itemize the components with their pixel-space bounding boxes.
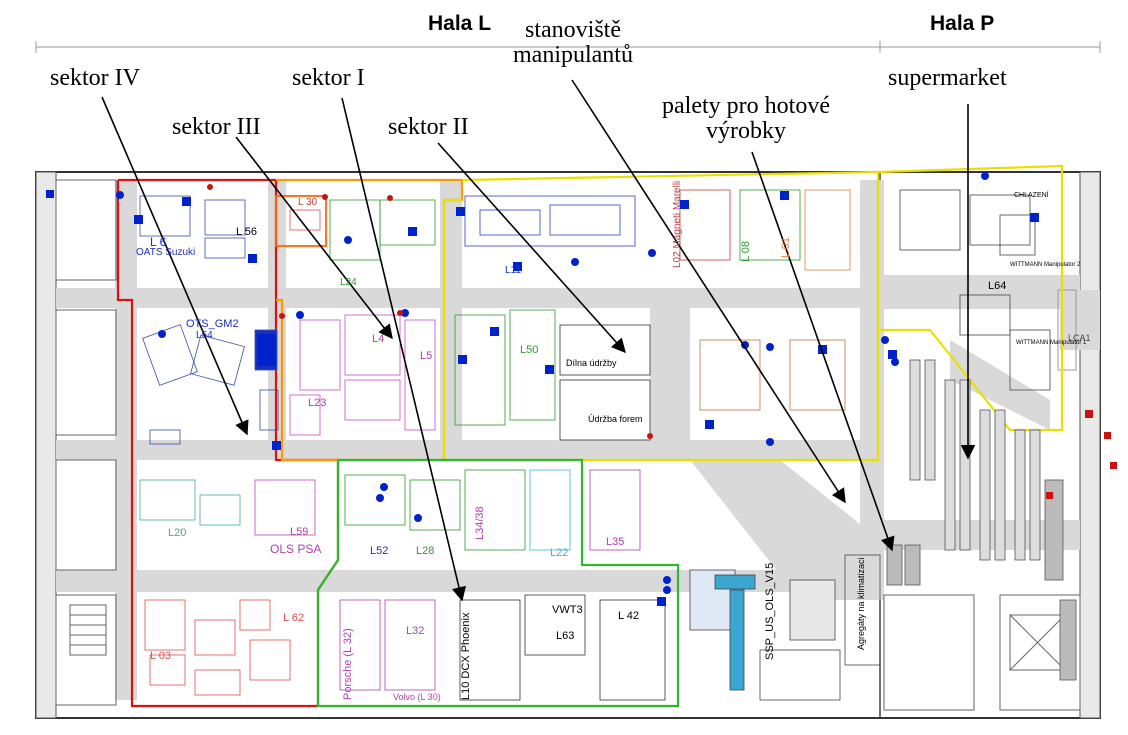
sektor-ii-border (442, 170, 880, 462)
supermarket-racks (886, 359, 1077, 681)
label-sektor-ii: sektor II (388, 114, 469, 140)
label-stanoviste-line1: stanoviště (525, 17, 621, 43)
line-label: VWT3 (552, 604, 583, 616)
label-stanoviste-line2: manipulantů (513, 42, 633, 69)
label-sektor-iii: sektor III (172, 114, 261, 140)
line-label: L 42 (618, 610, 640, 622)
line-label: L34/38 (474, 506, 486, 540)
hall-dimension-line (35, 41, 1101, 53)
line-label: L 08 (740, 240, 752, 262)
line-label: L59 (290, 526, 309, 538)
hall-p-machines (899, 189, 1051, 391)
arrow-sektor-iv (101, 96, 249, 436)
line-label: L35 (606, 536, 625, 548)
line-label: LCA1 (1068, 333, 1091, 343)
line-label: L11 (505, 265, 521, 276)
line-label: L63 (556, 630, 575, 642)
line-label: L02 Magneti Marelli (672, 180, 683, 268)
room-label: CHLAZENÍ (1014, 192, 1049, 199)
arrow-palety (751, 151, 895, 552)
line-label: L 03 (150, 650, 172, 662)
line-label: L5 (420, 350, 433, 362)
line-label: SSP_US_OLS_V15 (764, 562, 776, 660)
line-label: Porsche (L 32) (342, 628, 354, 700)
hall-p-title: Hala P (930, 12, 995, 35)
line-label: L24 (340, 277, 357, 288)
label-palety: palety pro hotové výrobky (632, 93, 860, 145)
arrow-sektor-iii (235, 136, 393, 340)
line-label: L64 (988, 280, 1007, 292)
red-markers (207, 184, 1117, 499)
sektor-iii-sub (275, 195, 327, 247)
room-label: Údržba forem (588, 414, 643, 424)
label-palety-line1: palety pro hotové (662, 93, 830, 119)
label-palety-line2: výrobky (706, 118, 786, 145)
leader-arrows (101, 79, 976, 602)
line-label: L28 (416, 545, 435, 557)
label-stanoviste: stanoviště manipulantů (498, 17, 648, 69)
line-label: L 62 (283, 612, 305, 624)
equipment-ssp (689, 554, 881, 701)
sektor-i-border (316, 458, 680, 708)
equipment-sektor-i (339, 469, 666, 701)
equipment-sektor-ii (454, 189, 851, 441)
line-label: L52 (370, 545, 389, 557)
arrow-stanoviste (571, 79, 846, 504)
hall-l-title: Hala L (428, 12, 492, 35)
room-label: WITTMANN Manipulator 1 (1016, 340, 1087, 346)
room-label: WITTMANN Manipulator 2 (1010, 262, 1081, 268)
left-rooms (55, 179, 117, 706)
line-label: L4 (372, 333, 385, 345)
line-label: Volvo (L 30) (393, 692, 441, 702)
line-label: L 01 (780, 236, 792, 258)
line-label: L 6 (150, 235, 167, 249)
line-label: L32 (406, 625, 425, 637)
label-supermarket: supermarket (888, 65, 1007, 91)
room-label: Dílna údržby (566, 358, 617, 368)
room-label: Agregáty na klimatizaci (856, 557, 866, 650)
line-label: OTS_GM2 (186, 318, 239, 330)
line-label: L 56 (236, 226, 258, 238)
hall-p-rooms (883, 289, 1081, 711)
machine-markers (46, 172, 1039, 606)
arrow-sektor-i (341, 97, 466, 602)
label-sektor-i: sektor I (292, 65, 365, 91)
line-label: OATS Suzuki (136, 247, 196, 258)
line-label: L50 (520, 344, 539, 356)
label-sektor-iv: sektor IV (50, 65, 140, 91)
line-label: L20 (168, 527, 187, 539)
line-label: L 30 (298, 197, 318, 208)
line-label: L10 DCX Phoenix (460, 612, 472, 700)
line-label: L54 (196, 330, 213, 341)
equipment-sektor-iii (289, 199, 436, 436)
equipment-sektor-iv-lower (144, 599, 291, 696)
arrow-sektor-ii (437, 142, 626, 354)
line-label: OLS PSA (270, 542, 322, 556)
line-label: L23 (308, 397, 327, 409)
line-label: L22 (550, 547, 569, 559)
